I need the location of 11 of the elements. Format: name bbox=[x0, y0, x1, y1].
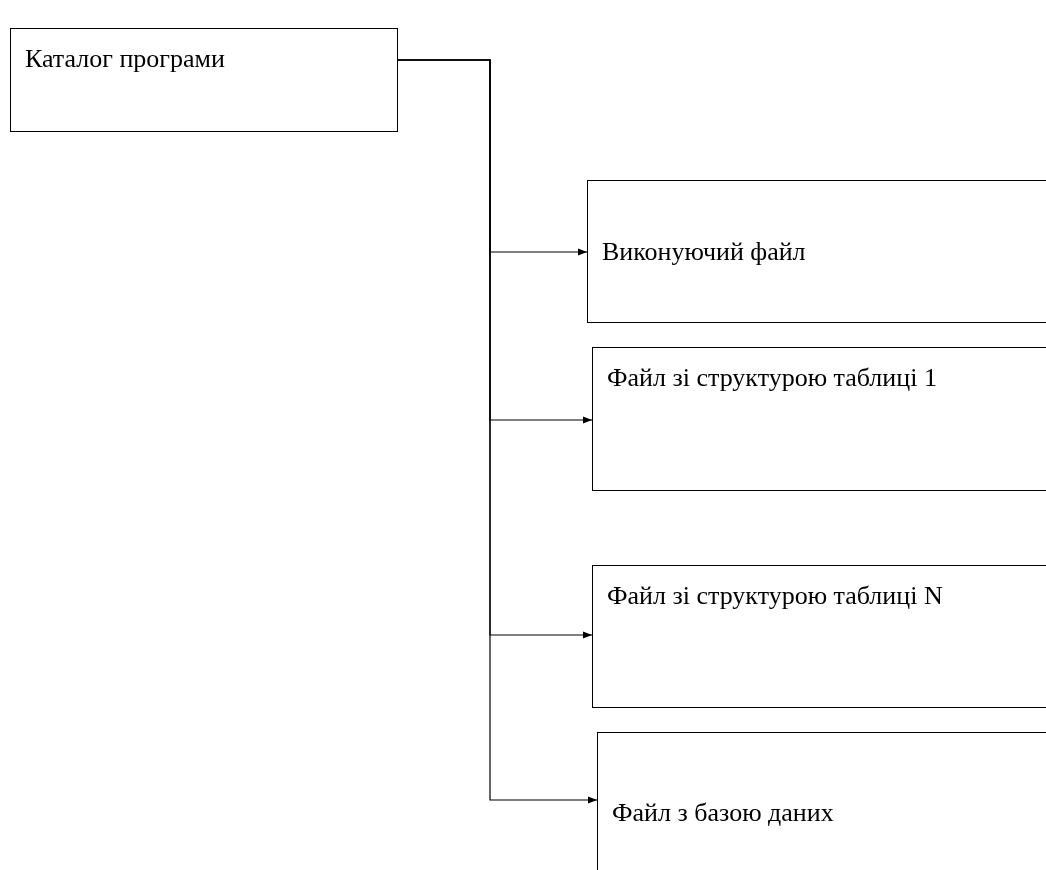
file-box bbox=[597, 732, 1046, 870]
connector-arrow bbox=[397, 59, 598, 804]
box-label: Каталог програми bbox=[25, 43, 225, 75]
file-box bbox=[10, 28, 398, 132]
box-label: Файл зі структурою таблиці 1 bbox=[607, 362, 938, 394]
file-box bbox=[587, 180, 1046, 323]
box-label: Файл з базою даних bbox=[612, 796, 834, 829]
file-box bbox=[592, 347, 1046, 491]
box-label: Файл зі структурою таблиці N bbox=[607, 580, 944, 612]
file-box bbox=[592, 565, 1046, 708]
box-label: Виконуючий файл bbox=[602, 235, 806, 268]
